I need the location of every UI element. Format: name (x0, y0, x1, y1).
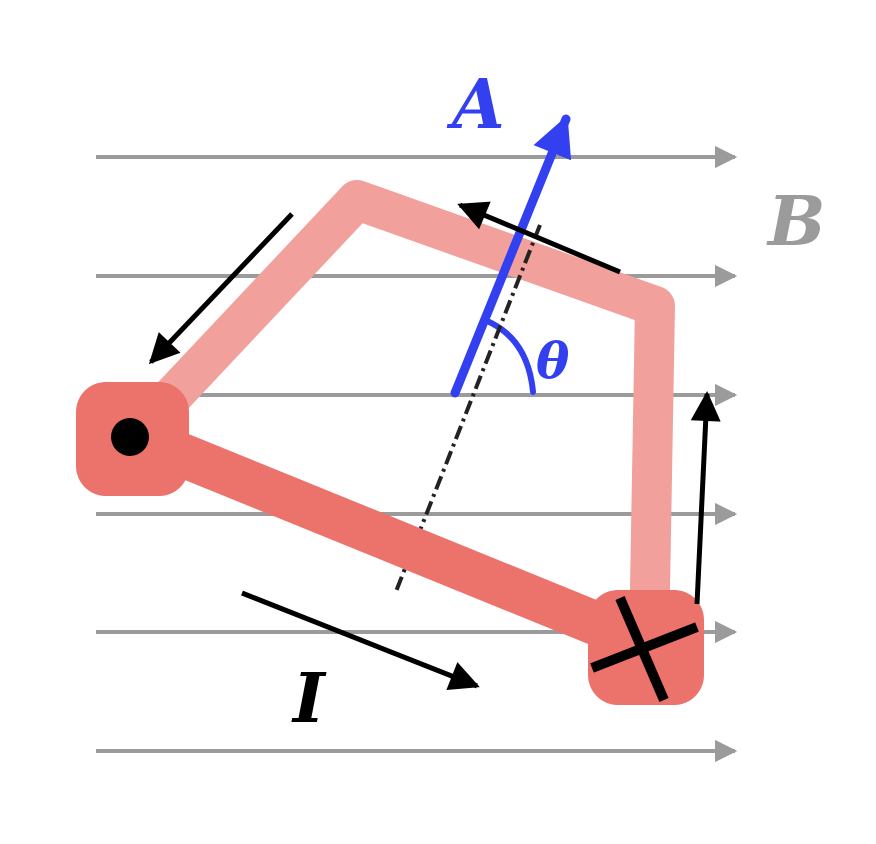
loop-front-segment (126, 415, 658, 666)
current-arrow-left-side (148, 212, 294, 365)
current-direction-arrows (148, 201, 721, 691)
angle-arc (482, 317, 536, 395)
angle-label: θ (536, 331, 570, 390)
area-vector-label: A (446, 65, 505, 145)
current-out-of-page-node (76, 382, 189, 496)
field-label: B (766, 182, 825, 262)
current-label: I (291, 659, 327, 739)
dot-icon (111, 418, 149, 456)
cross-icon (590, 596, 699, 702)
current-arrow-top-side (457, 201, 621, 275)
current-into-page-node (588, 590, 704, 705)
current-arrow-right-side (690, 391, 721, 605)
magnetic-field-lines (96, 145, 738, 763)
current-arrow-bottom (241, 590, 480, 691)
area-vector-arrow (450, 114, 572, 398)
loop-back-segment (120, 180, 675, 646)
